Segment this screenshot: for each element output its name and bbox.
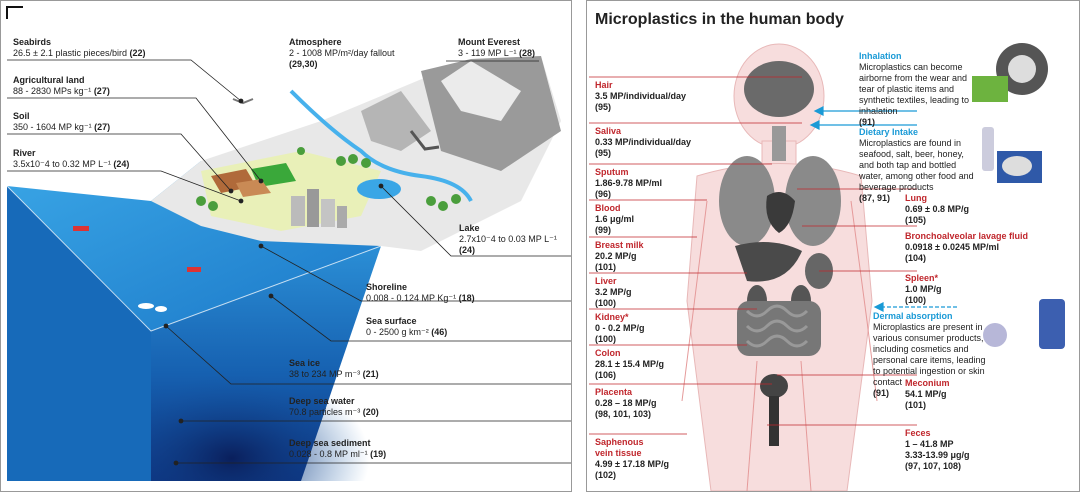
hair-label: Hair 3.5 MP/individual/day (95) [595, 80, 687, 112]
kidney-label: Kidney* 0 - 0.2 MP/g (100) [595, 312, 645, 344]
bottle-icon [982, 127, 994, 171]
river-label: River 3.5x10⁻4 to 0.32 MP L⁻¹ (24) [13, 148, 130, 169]
liver-label: Liver 3.2 MP/g (100) [595, 276, 632, 308]
colon-label: Colon 28.1 ± 15.4 MP/g (106) [595, 348, 664, 380]
dermal-absorption-label: Dermal absorption Microplastics are pres… [873, 311, 986, 398]
atmosphere-label: Atmosphere 2 - 1008 MP/m²/day fallout (2… [289, 37, 395, 69]
sea-ice-label: Sea ice 38 to 234 MP m⁻³ (21) [289, 358, 379, 379]
agricultural-land-label: Agricultural land 88 - 2830 MPs kg⁻¹ (27… [13, 75, 110, 96]
soil-label: Soil 350 - 1604 MP kg⁻¹ (27) [13, 111, 111, 132]
environment-panel: Seabirds 26.5 ± 2.1 plastic pieces/bird … [0, 0, 572, 492]
panel-title: Microplastics in the human body [595, 11, 844, 28]
spleen-label: Spleen* 1.0 MP/g (100) [905, 273, 942, 305]
textile-icon [972, 76, 1008, 102]
deep-sea-sediment-label: Deep sea sediment 0.028 - 0.8 MP ml⁻¹ (1… [289, 438, 387, 459]
blood-label: Blood 1.6 μg/ml (99) [595, 203, 635, 235]
breast-milk-label: Breast milk 20.2 MP/g (101) [595, 240, 644, 272]
placenta-label: Placenta 0.28 – 18 MP/g (98, 101, 103) [595, 387, 657, 419]
sputum-label: Sputum 1.86-9.78 MP/ml (96) [595, 167, 663, 199]
lake-label: Lake 2.7x10⁻4 to 0.03 MP L⁻¹ (24) [459, 223, 557, 255]
deep-sea-water-label: Deep sea water 70.8 particles m⁻³ (20) [289, 396, 379, 417]
dietary-intake-label: Dietary Intake Microplastics are found i… [859, 127, 974, 203]
inhalation-label: Inhalation Microplastics can become airb… [859, 51, 970, 127]
mount-everest-label: Mount Everest 3 - 119 MP L⁻¹ (28) [458, 37, 535, 58]
environment-illustration [6, 6, 571, 481]
saphenous-vein-label: Saphenous vein tissue 4.99 ± 17.18 MP/g … [595, 437, 669, 480]
cosmetics-icon [1039, 299, 1065, 349]
seabirds-label: Seabirds 26.5 ± 2.1 plastic pieces/bird … [13, 37, 146, 58]
lung-label: Lung 0.69 ± 0.8 MP/g (105) [905, 193, 969, 225]
human-body-illustration [589, 43, 1065, 491]
saliva-label: Saliva 0.33 MP/individual/day (95) [595, 126, 692, 158]
feces-label: Feces 1 – 41.8 MP 3.33-13.99 μg/g (97, 1… [905, 428, 970, 471]
tire-icon [996, 43, 1048, 95]
sea-surface-label: Sea surface 0 - 2500 g km⁻² (46) [366, 316, 448, 337]
meconium-label: Meconium 54.1 MP/g (101) [905, 378, 950, 410]
bronchoalveolar-label: Bronchoalveolar lavage fluid 0.0918 ± 0.… [905, 231, 1029, 263]
shoreline-label: Shoreline 0.008 - 0.124 MP Kg⁻¹ (18) [366, 282, 475, 303]
human-body-panel: Microplastics in the human body [586, 0, 1080, 492]
